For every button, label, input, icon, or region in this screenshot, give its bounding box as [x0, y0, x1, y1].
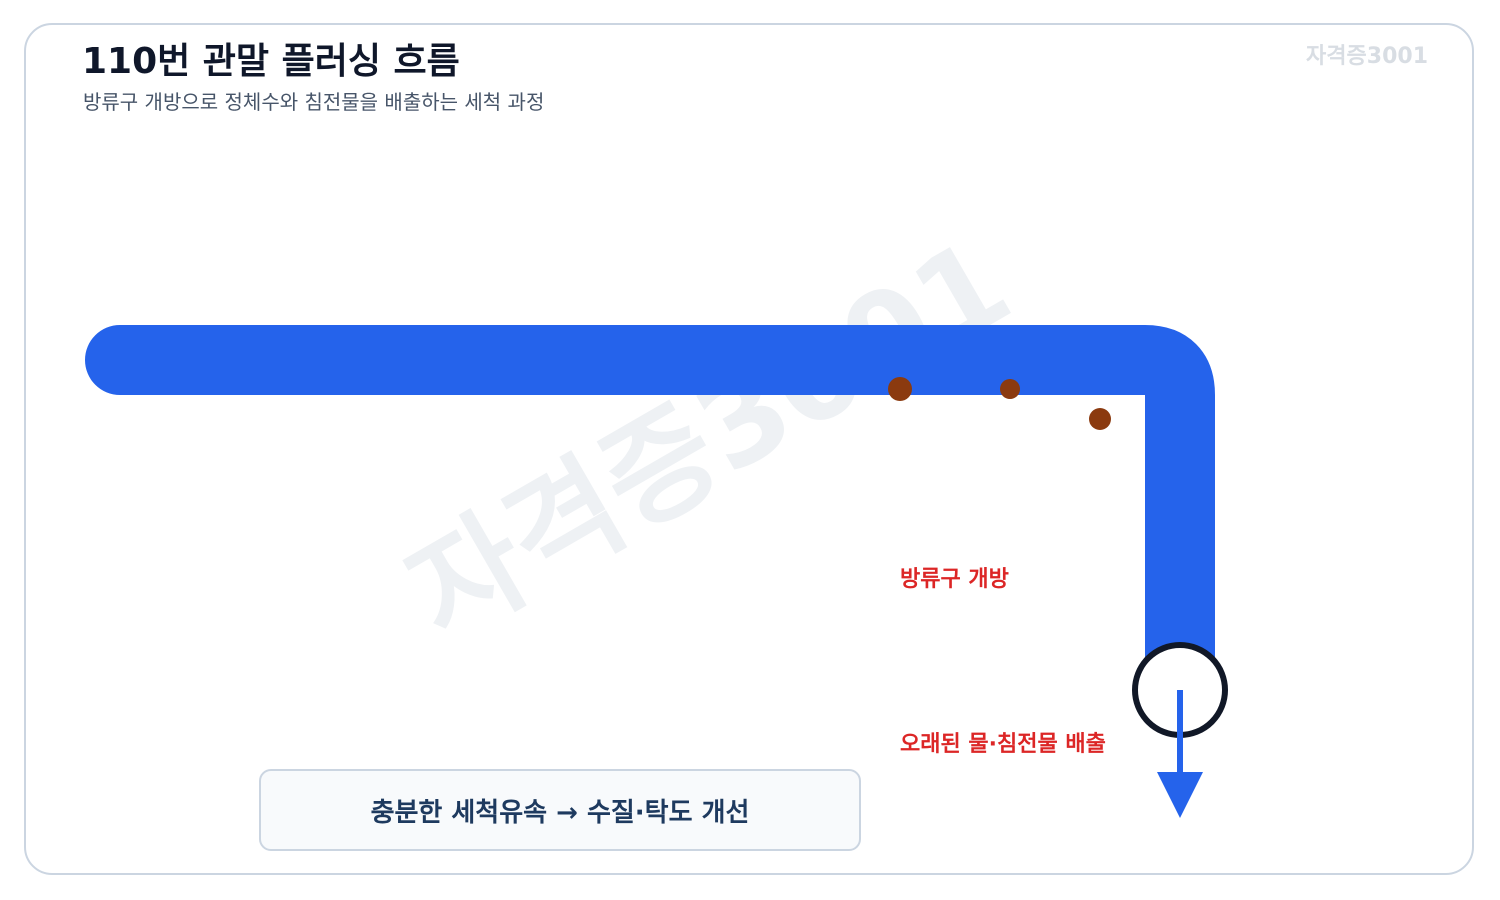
brand-mark: 자격증3001 — [1306, 44, 1428, 69]
result-box: 충분한 세척유속 → 수질·탁도 개선 — [259, 769, 861, 851]
watermark-text: 자격증3001 — [387, 213, 1033, 666]
page-title: 110번 관말 플러싱 흐름 — [82, 41, 460, 82]
water-main-pipe — [85, 325, 1215, 697]
result-text: 충분한 세척유속 → 수질·탁도 개선 — [370, 797, 750, 828]
label-discharge: 오래된 물·침전물 배출 — [900, 732, 1106, 757]
sediment-particle-icon — [1089, 408, 1111, 430]
sediment-particle-icon — [888, 377, 912, 401]
flow-arrow-down-icon — [1157, 772, 1203, 818]
diagram-frame — [24, 23, 1474, 875]
sediment-particle-icon — [1000, 379, 1020, 399]
label-outlet-open: 방류구 개방 — [900, 567, 1009, 592]
page-subtitle: 방류구 개방으로 정체수와 침전물을 배출하는 세척 과정 — [83, 90, 545, 114]
